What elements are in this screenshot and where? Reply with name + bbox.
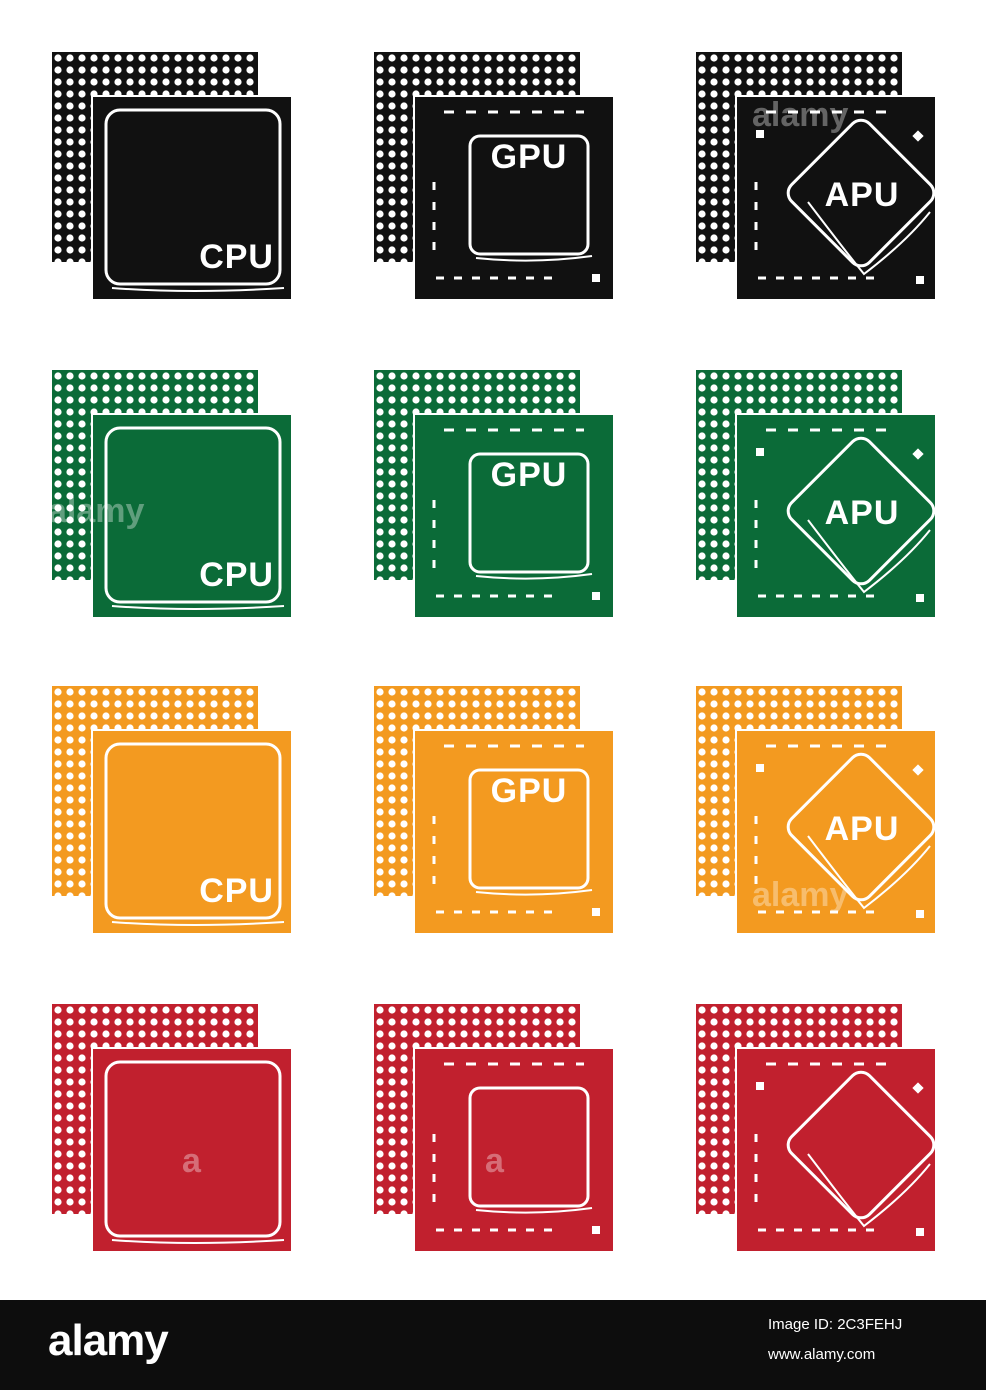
apu-chip-icon-graphic bbox=[696, 1004, 937, 1253]
die-outline bbox=[104, 426, 282, 604]
apu-label: APU bbox=[825, 176, 900, 214]
die-highlight bbox=[111, 605, 285, 610]
gpu-chip-icon-graphic: GPU bbox=[374, 686, 615, 935]
chip-body bbox=[91, 1047, 293, 1253]
die-highlight bbox=[475, 889, 593, 896]
die-outline bbox=[786, 1070, 936, 1220]
footer-image-id: Image ID: 2C3FEHJ bbox=[768, 1316, 903, 1333]
chip-body bbox=[735, 1047, 937, 1253]
die-outline bbox=[786, 752, 936, 902]
gpu-chip-icon: GPU bbox=[374, 370, 624, 620]
cpu-chip-icon: CPU bbox=[52, 52, 302, 302]
cpu-chip-icon: CPU bbox=[52, 370, 302, 620]
corner-dot bbox=[592, 274, 600, 282]
cpu-chip-icon: CPU bbox=[52, 686, 302, 936]
corner-dot bbox=[916, 910, 924, 918]
chip-body bbox=[91, 413, 293, 619]
footer-logo: alamy bbox=[48, 1316, 169, 1365]
chip-body bbox=[413, 95, 615, 301]
die-highlight bbox=[111, 1239, 285, 1244]
cpu-chip-icon-graphic: CPU bbox=[52, 52, 293, 301]
chip-body bbox=[413, 413, 615, 619]
gpu-chip-icon: GPU bbox=[374, 686, 624, 936]
die-outline bbox=[468, 452, 590, 574]
cpu-chip-icon-graphic: CPU bbox=[52, 686, 293, 935]
die-highlight bbox=[807, 519, 931, 594]
apu-chip-icon: APU bbox=[696, 52, 946, 302]
gpu-label: GPU bbox=[491, 456, 568, 494]
chip-body bbox=[413, 1047, 615, 1253]
corner-dot bbox=[592, 592, 600, 600]
gpu-chip-icon-graphic: GPU bbox=[374, 52, 615, 301]
chip-icon-grid: CPU GPU APU CPU GPU APU CPU GPU APU bbox=[52, 52, 946, 1254]
gpu-chip-icon: GPU bbox=[374, 52, 624, 302]
cpu-chip-icon bbox=[52, 1004, 302, 1254]
corner-dot bbox=[916, 594, 924, 602]
apu-chip-icon: APU bbox=[696, 686, 946, 936]
apu-chip-icon bbox=[696, 1004, 946, 1254]
corner-dot bbox=[756, 1082, 764, 1090]
die-outline bbox=[468, 768, 590, 890]
chip-body bbox=[735, 413, 937, 619]
apu-label: APU bbox=[825, 810, 900, 848]
apu-chip-icon-graphic: APU bbox=[696, 370, 937, 619]
gpu-chip-icon bbox=[374, 1004, 624, 1254]
cpu-label: CPU bbox=[199, 872, 274, 910]
die-highlight bbox=[111, 921, 285, 926]
die-highlight bbox=[475, 1207, 593, 1214]
corner-dot bbox=[912, 1082, 924, 1094]
apu-chip-icon: APU bbox=[696, 370, 946, 620]
die-highlight bbox=[111, 287, 285, 292]
corner-dot bbox=[756, 130, 764, 138]
gpu-label: GPU bbox=[491, 772, 568, 810]
gpu-chip-icon-graphic bbox=[374, 1004, 615, 1253]
die-highlight bbox=[807, 835, 931, 910]
apu-chip-icon-graphic: APU bbox=[696, 686, 937, 935]
corner-dot bbox=[756, 448, 764, 456]
corner-dot bbox=[592, 908, 600, 916]
chip-body bbox=[91, 729, 293, 935]
die-highlight bbox=[807, 1153, 931, 1228]
footer-url[interactable]: www.alamy.com bbox=[768, 1346, 876, 1363]
apu-chip-icon-graphic: APU bbox=[696, 52, 937, 301]
cpu-label: CPU bbox=[199, 556, 274, 594]
die-outline bbox=[104, 742, 282, 920]
corner-dot bbox=[592, 1226, 600, 1234]
cpu-chip-icon-graphic bbox=[52, 1004, 293, 1253]
footer-bar: alamy Image ID: 2C3FEHJ www.alamy.com bbox=[0, 1300, 986, 1390]
corner-dot bbox=[916, 276, 924, 284]
gpu-chip-icon-graphic: GPU bbox=[374, 370, 615, 619]
die-highlight bbox=[807, 201, 931, 276]
die-outline bbox=[104, 1060, 282, 1238]
die-outline bbox=[468, 1086, 590, 1208]
die-outline bbox=[104, 108, 282, 286]
die-outline bbox=[786, 436, 936, 586]
die-outline bbox=[786, 118, 936, 268]
corner-dot bbox=[916, 1228, 924, 1236]
gpu-label: GPU bbox=[491, 138, 568, 176]
die-outline bbox=[468, 134, 590, 256]
chip-body bbox=[735, 729, 937, 935]
cpu-chip-icon-graphic: CPU bbox=[52, 370, 293, 619]
chip-body bbox=[413, 729, 615, 935]
corner-dot bbox=[756, 764, 764, 772]
apu-label: APU bbox=[825, 494, 900, 532]
chip-body bbox=[735, 95, 937, 301]
die-highlight bbox=[475, 573, 593, 580]
die-highlight bbox=[475, 255, 593, 262]
cpu-label: CPU bbox=[199, 238, 274, 276]
chip-body bbox=[91, 95, 293, 301]
